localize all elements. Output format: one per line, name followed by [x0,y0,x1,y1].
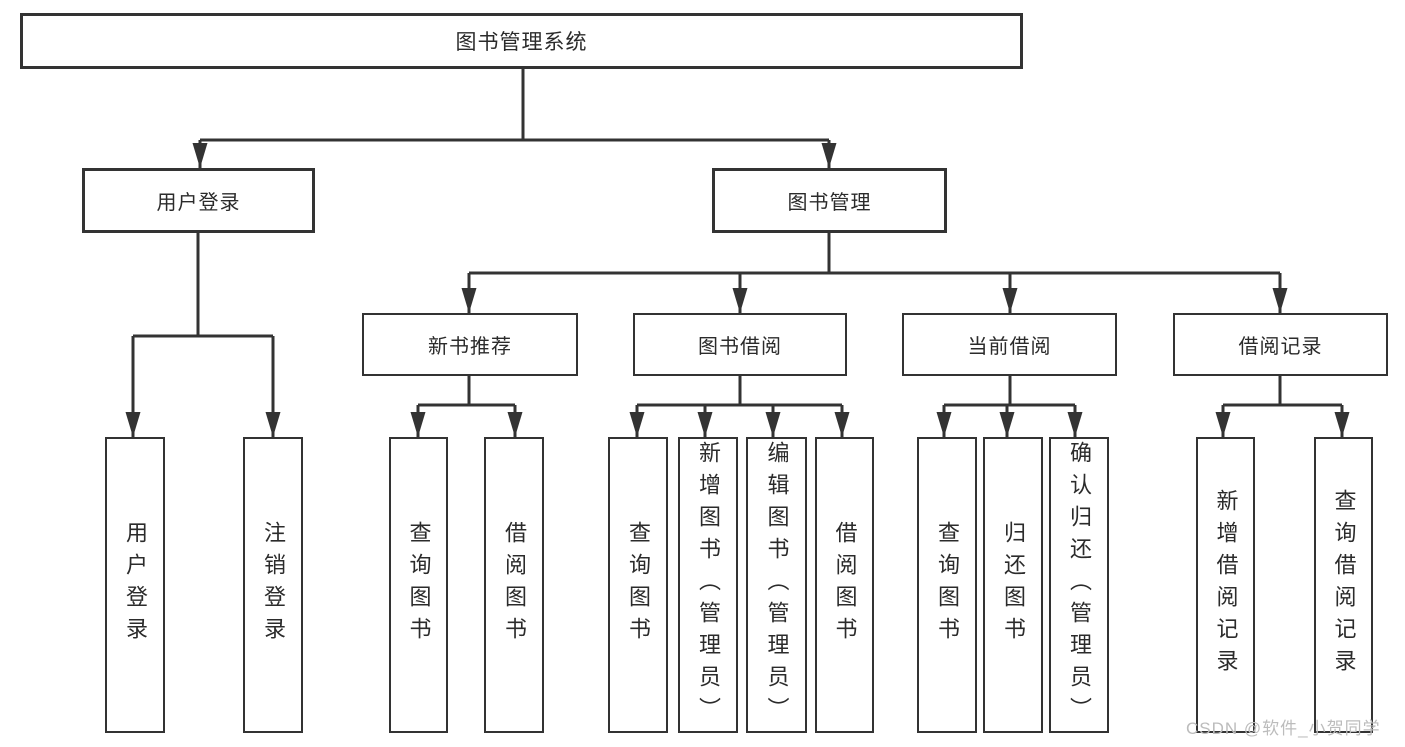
node-book-borrow: 图书借阅 [633,313,847,376]
node-current-borrow: 当前借阅 [902,313,1117,376]
node-borrow-records: 借阅记录 [1173,313,1388,376]
leaf-logout: 注销登录 [243,437,303,733]
leaf-query-books-borrow: 查询图书 [608,437,668,733]
leaf-query-books-recommend: 查询图书 [389,437,448,733]
node-book-management: 图书管理 [712,168,947,233]
leaf-query-books-current: 查询图书 [917,437,977,733]
leaf-return-books: 归还图书 [983,437,1043,733]
leaf-query-borrow-record: 查询借阅记录 [1314,437,1373,733]
leaf-add-borrow-record: 新增借阅记录 [1196,437,1255,733]
leaf-user-login: 用户登录 [105,437,165,733]
leaf-borrow-books-recommend: 借阅图书 [484,437,544,733]
node-user-login: 用户登录 [82,168,315,233]
leaf-add-books-admin: 新增图书（管理员） [678,437,738,733]
node-new-book-recommend: 新书推荐 [362,313,578,376]
leaf-borrow-books: 借阅图书 [815,437,874,733]
node-library-management-system: 图书管理系统 [20,13,1023,69]
csdn-watermark: CSDN @软件_小贺同学 [1186,719,1381,738]
leaf-edit-books-admin: 编辑图书（管理员） [746,437,807,733]
leaf-confirm-return-admin: 确认归还（管理员） [1049,437,1109,733]
